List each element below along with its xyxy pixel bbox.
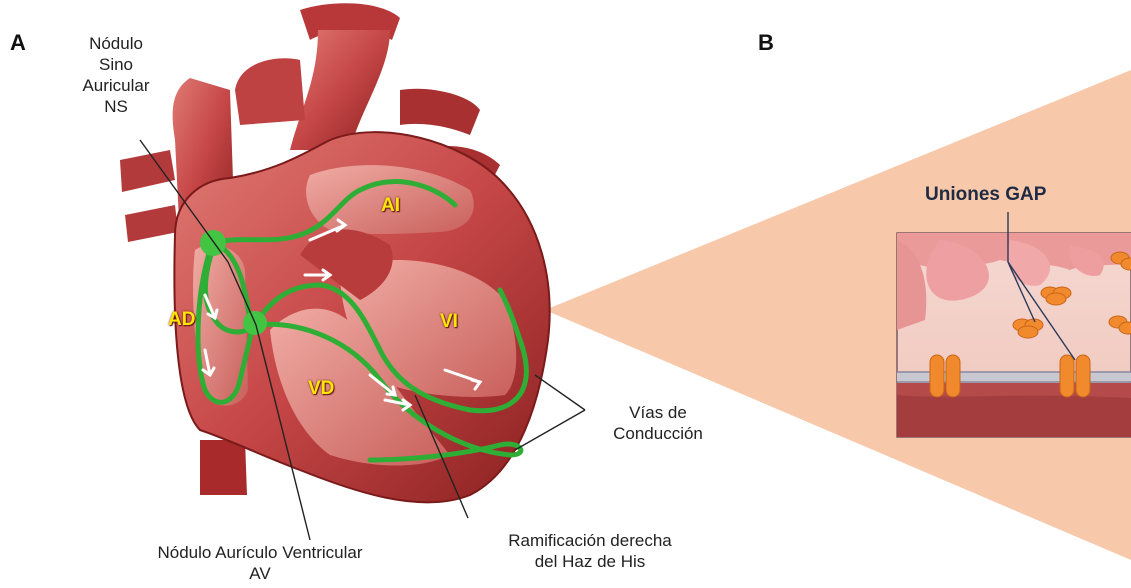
pathways-label: Vías de Conducción bbox=[588, 402, 728, 444]
av-node-label-line1: Nódulo Aurículo Ventricular bbox=[110, 542, 410, 563]
panel-label-b: B bbox=[758, 30, 774, 56]
sa-node-blob bbox=[200, 230, 226, 256]
panel-label-a: A bbox=[10, 30, 26, 56]
chamber-label-vd: VD bbox=[308, 378, 334, 400]
bundle-label: Ramificación derecha del Haz de His bbox=[470, 530, 710, 572]
pathways-label-line2: Conducción bbox=[588, 423, 728, 444]
chamber-label-ai: AI bbox=[381, 195, 400, 217]
sa-node-label-line1: Nódulo bbox=[66, 33, 166, 54]
sa-node-label-line4: NS bbox=[66, 96, 166, 117]
av-node-label-line2: AV bbox=[110, 563, 410, 584]
sa-node-label-line2: Sino bbox=[66, 54, 166, 75]
chamber-label-ad: AD bbox=[168, 309, 195, 331]
gap-junctions-label: Uniones GAP bbox=[925, 184, 1046, 206]
bundle-label-line1: Ramificación derecha bbox=[470, 530, 710, 551]
sa-node-label: Nódulo Sino Auricular NS bbox=[66, 33, 166, 117]
chamber-label-vi: VI bbox=[440, 311, 458, 333]
pathways-label-line1: Vías de bbox=[588, 402, 728, 423]
cell-tissue-panel bbox=[897, 233, 1131, 437]
bundle-label-line2: del Haz de His bbox=[470, 551, 710, 572]
sa-node-label-line3: Auricular bbox=[66, 75, 166, 96]
av-node-label: Nódulo Aurículo Ventricular AV bbox=[110, 542, 410, 584]
